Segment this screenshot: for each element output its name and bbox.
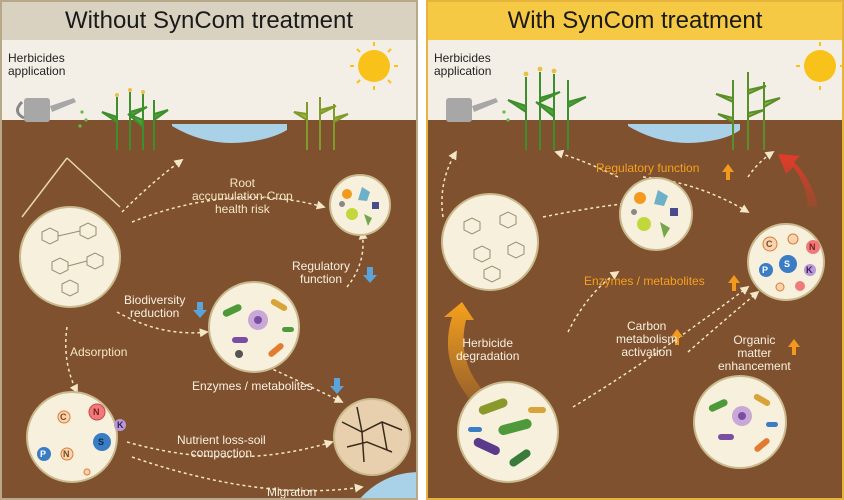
nutrient-n2: N bbox=[63, 449, 70, 459]
herbicide-degradation-label: Herbicide degradation bbox=[456, 336, 520, 363]
migration-water bbox=[360, 472, 416, 498]
cracked-soil-circle bbox=[333, 398, 411, 476]
syncom-bacteria-circle bbox=[457, 381, 559, 483]
carbon-metabolism-label: Carbon metabolism activation bbox=[616, 319, 678, 359]
enzymes-metabolites-label: Enzymes / metabolites bbox=[584, 274, 705, 288]
corn-plants bbox=[507, 66, 587, 150]
panel-title: With SynCom treatment bbox=[428, 2, 842, 40]
nutrient-loss-label: Nutrient loss-soil compaction bbox=[177, 433, 266, 460]
decrease-arrow-icons bbox=[193, 267, 377, 394]
nutrient-s: S bbox=[784, 259, 791, 269]
sky bbox=[428, 40, 842, 126]
panel-with-syncom: With SynCom treatment bbox=[426, 0, 844, 500]
nutrient-p: P bbox=[762, 265, 769, 275]
nutrient-k: K bbox=[117, 420, 124, 430]
watering-can-icon bbox=[446, 98, 510, 122]
biodiversity-reduction-label: Biodiversity reduction bbox=[124, 293, 186, 320]
regulatory-function-label: Regulatory function bbox=[596, 161, 700, 175]
plant-residue-circle bbox=[329, 174, 391, 236]
microbe-circle bbox=[208, 281, 300, 373]
scene-illustration bbox=[441, 42, 842, 483]
regulatory-function-label: Regulatory function bbox=[292, 259, 351, 286]
nutrient-p: P bbox=[40, 449, 47, 459]
water-pond bbox=[628, 124, 740, 143]
panel-without-syncom: Without SynCom treatment bbox=[0, 0, 418, 500]
sun-icon bbox=[796, 42, 842, 90]
nutrient-circle bbox=[747, 223, 825, 301]
migration-label: Migration bbox=[267, 485, 317, 499]
nutrient-c: C bbox=[766, 239, 773, 249]
herbicide-molecule-circle bbox=[19, 206, 121, 308]
nutrient-n: N bbox=[809, 242, 816, 252]
scene-illustration bbox=[16, 42, 416, 498]
herbicide-molecule-circle bbox=[441, 193, 539, 291]
herbicides-application-label: Herbicides application bbox=[8, 51, 66, 78]
degradation-arrow bbox=[444, 302, 486, 402]
herbicides-application-label: Herbicides application bbox=[434, 51, 492, 78]
plant-health-arrow bbox=[778, 154, 818, 207]
wilting-plants bbox=[293, 97, 349, 150]
sun-icon bbox=[350, 42, 398, 90]
panel-title: Without SynCom treatment bbox=[2, 2, 416, 40]
nutrient-s: S bbox=[98, 437, 105, 447]
watering-can-icon bbox=[16, 98, 88, 128]
microbe-circle bbox=[693, 375, 787, 469]
nutrient-c: C bbox=[60, 412, 67, 422]
sky bbox=[2, 40, 416, 126]
adsorption-label: Adsorption bbox=[70, 345, 128, 359]
plant-residue-circle bbox=[619, 177, 693, 251]
nutrient-k: K bbox=[806, 265, 813, 275]
organic-matter-label: Organic matter enhancement bbox=[718, 333, 791, 373]
corn-plants bbox=[101, 88, 169, 150]
increase-arrow-icons bbox=[671, 164, 800, 355]
nutrient-n: N bbox=[93, 407, 100, 417]
root-accumulation-label: Root accumulation-Crop health risk bbox=[192, 176, 293, 216]
nutrient-circle bbox=[26, 391, 126, 483]
water-pond bbox=[172, 124, 287, 143]
healthy-plants bbox=[715, 72, 781, 150]
enzymes-metabolites-label: Enzymes / metabolites bbox=[192, 379, 313, 393]
